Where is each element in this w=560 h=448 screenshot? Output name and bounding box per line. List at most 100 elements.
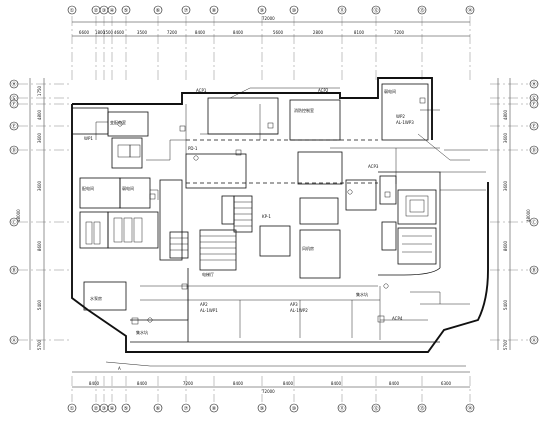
left-total-dim: 48000 xyxy=(16,209,21,222)
axis-label-bottom: ⑤ xyxy=(124,406,128,412)
dist-room-label: 变配电室 xyxy=(110,119,126,125)
axis-bubble-bottom xyxy=(371,403,381,413)
dimension-text: 6300 xyxy=(441,381,452,386)
wp2-sub-label: AL-1WP3 xyxy=(396,120,414,125)
fire-room-label: 消防控制室 xyxy=(294,107,314,113)
axis-label-top: ⑩ xyxy=(292,8,297,14)
axis-bubble-top xyxy=(337,5,347,15)
axis-bubble-left xyxy=(9,335,19,345)
axis-label-top: ⑬ xyxy=(419,7,424,14)
axis-bubble-top xyxy=(257,5,267,15)
ap2-sub-label: AL-1WP2 xyxy=(290,308,308,313)
central-bays: 消防控制室 风机房 xyxy=(185,97,378,279)
left-core-rooms: 变配电室 配电间 弱电间 水泵房 xyxy=(71,107,183,311)
pit-b-label: 集水坑 xyxy=(136,329,148,335)
axis-bubble-left xyxy=(9,79,19,89)
dimension-text: 8400 xyxy=(233,381,244,386)
axis-label-top: ③ xyxy=(102,8,106,14)
axis-bubble-left xyxy=(9,121,19,131)
axis-label-top: ⑦ xyxy=(184,8,189,14)
axis-label-left: Ⓕ xyxy=(11,101,16,108)
dimension-text: 5600 xyxy=(273,30,284,35)
axis-label-right: Ⓒ xyxy=(531,219,536,226)
room-b-label: 弱电间 xyxy=(122,185,134,191)
axis-label-top: ② xyxy=(94,8,99,14)
axis-label-left: Ⓗ xyxy=(11,81,16,88)
axis-label-bottom: ⑧ xyxy=(212,406,217,412)
axis-label-top: ④ xyxy=(110,8,115,14)
axis-bubble-top xyxy=(465,5,475,15)
axis-bubble-top xyxy=(417,5,427,15)
axis-label-right: Ⓗ xyxy=(531,81,536,88)
axis-bubble-top xyxy=(107,5,117,15)
axis-bubble-left xyxy=(9,217,19,227)
dimension-text: 6600 xyxy=(79,30,90,35)
dimension-text: 8100 xyxy=(354,30,365,35)
axis-label-right: Ⓔ xyxy=(531,123,536,130)
axis-bubble-top xyxy=(153,5,163,15)
axis-bubble-bottom xyxy=(181,403,191,413)
dimension-text: 8400 xyxy=(283,381,294,386)
pit-a-label: 集水坑 xyxy=(356,291,368,297)
bottom-total-dim: 72000 xyxy=(262,389,275,394)
dimension-text: 4800 xyxy=(37,109,42,120)
axis-label-bottom: ⑨ xyxy=(260,406,264,412)
axis-bubble-right xyxy=(529,217,539,227)
note-a-label: ACP1 xyxy=(196,88,207,93)
axis-bubble-top xyxy=(371,5,381,15)
axis-label-right: Ⓑ xyxy=(531,267,536,274)
lobby-label: 电梯厅 xyxy=(202,271,214,277)
axis-label-right: Ⓐ xyxy=(531,337,536,344)
dimension-text: 1500 xyxy=(103,30,114,35)
axis-bubble-right xyxy=(529,121,539,131)
dimension-text: 4600 xyxy=(114,30,125,35)
axis-label-left: Ⓔ xyxy=(11,123,16,130)
axis-bubble-top xyxy=(289,5,299,15)
axis-bubble-left xyxy=(9,99,19,109)
dimension-text: 4800 xyxy=(503,109,508,120)
axis-bubble-bottom xyxy=(465,403,475,413)
axis-label-top: ⑥ xyxy=(156,8,161,14)
pump-room-label: 水泵房 xyxy=(90,295,102,301)
axis-label-left: Ⓑ xyxy=(11,267,16,274)
top-total-dim: 72000 xyxy=(262,16,275,21)
axis-label-right: Ⓓ xyxy=(531,147,536,154)
dimension-text: 7200 xyxy=(183,381,194,386)
dimension-text: 3600 xyxy=(503,180,508,191)
mark-a-label: A xyxy=(118,366,121,371)
axis-label-bottom: ⑬ xyxy=(419,405,424,412)
dimension-text: 3600 xyxy=(503,132,508,143)
dimension-text: 5700 xyxy=(37,339,42,350)
axis-bubble-top xyxy=(181,5,191,15)
wp2-label: WP2 xyxy=(396,114,405,119)
right-rooms: 弱电间 xyxy=(379,83,437,265)
axis-label-bottom: ② xyxy=(94,406,99,412)
dimension-text: 1750 xyxy=(37,85,42,96)
axis-label-right: Ⓕ xyxy=(531,101,536,108)
axis-bubble-right xyxy=(529,265,539,275)
axis-label-bottom: ⑭ xyxy=(467,405,472,412)
dimension-text: 8400 xyxy=(331,381,342,386)
axis-bubble-right xyxy=(529,99,539,109)
dimension-text: 2800 xyxy=(313,30,324,35)
dimension-text: 3600 xyxy=(37,132,42,143)
axis-label-bottom: ⑫ xyxy=(373,405,378,412)
annotation-labels: AP2 AL-1WP1 AP3 AL-1WP2 WP1 WP2 AL-1WP3 … xyxy=(84,88,414,371)
axis-bubble-right xyxy=(529,145,539,155)
axis-bubble-left xyxy=(9,265,19,275)
axis-label-bottom: ⑥ xyxy=(156,406,161,412)
axis-bubble-bottom xyxy=(289,403,299,413)
ap1-sub-label: AL-1WP1 xyxy=(200,308,218,313)
dimension-text: 8400 xyxy=(89,381,100,386)
axis-bubble-bottom xyxy=(417,403,427,413)
axis-label-right: Ⓖ xyxy=(531,95,536,102)
axis-label-left: Ⓒ xyxy=(11,219,16,226)
dimension-text: 8400 xyxy=(195,30,206,35)
axis-bubble-top xyxy=(121,5,131,15)
right-total-dim: 48000 xyxy=(526,209,531,222)
pd1-label: PD-1 xyxy=(188,146,198,151)
